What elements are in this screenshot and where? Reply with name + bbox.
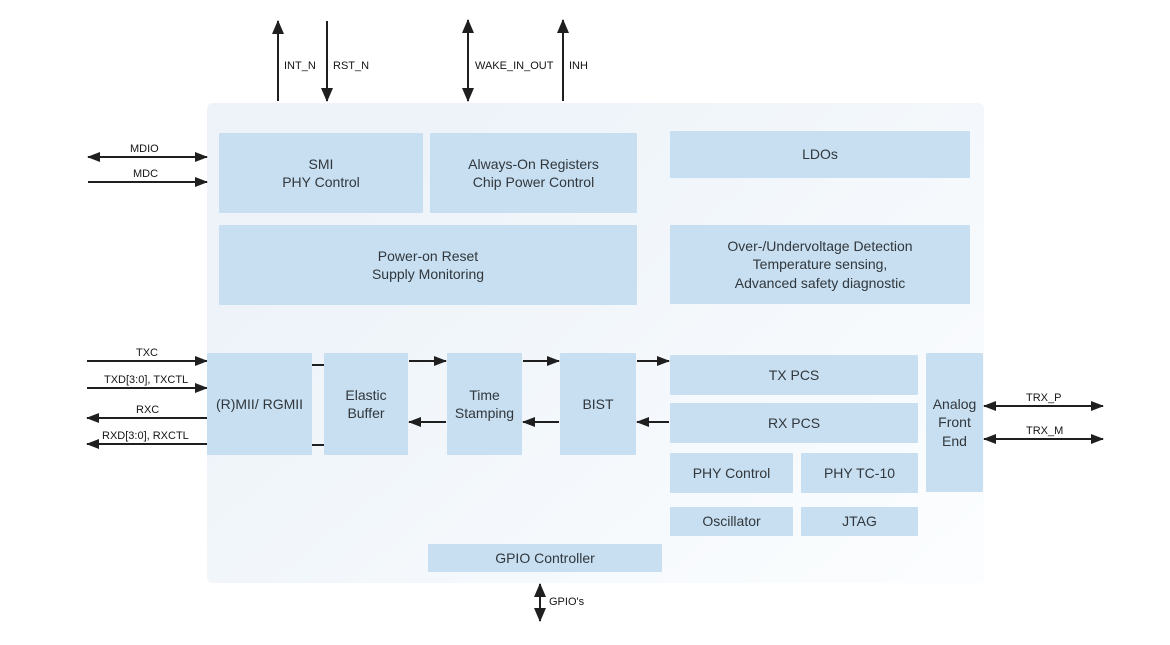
block-jtag-line-1: JTAG <box>842 513 877 530</box>
block-ldos: LDOs <box>670 131 970 178</box>
block-timestamp-line-1: Time <box>469 386 500 403</box>
gpio-arrow-icon <box>534 583 546 622</box>
block-por-line-1: Power-on Reset <box>377 247 479 264</box>
block-phytc10-line-1: PHY TC-10 <box>823 464 896 481</box>
block-oscillator-line-1: Oscillator <box>702 513 761 530</box>
block-elastic-line-1: Elastic <box>345 386 387 403</box>
trx-m-arrow-icon <box>983 434 1104 444</box>
block-safety-line-3: Advanced safety diagnostic <box>734 274 906 291</box>
block-always-on-line-2: Chip Power Control <box>472 174 595 190</box>
wake-in-out-label: WAKE_IN_OUT <box>475 60 554 72</box>
block-rmii-rgmii: (R)MII/ RGMII <box>207 353 312 455</box>
block-elastic-buffer: Elastic Buffer <box>324 353 408 455</box>
block-afe-line-3: End <box>942 432 967 449</box>
trx-p-arrow-icon <box>983 401 1104 411</box>
txc-arrow-icon <box>87 356 208 366</box>
elastic-to-timestamp-arrow-icon <box>409 356 447 366</box>
block-phyctl-line-1: PHY Control <box>692 464 771 481</box>
rxpcs-to-bist-arrow-icon <box>636 417 669 427</box>
rxc-label: RXC <box>136 404 160 416</box>
mdio-label: MDIO <box>130 143 159 155</box>
block-smi-line-2: PHY Control <box>282 174 360 190</box>
block-txpcs-line-1: TX PCS <box>768 366 820 383</box>
inh-label: INH <box>569 60 588 72</box>
block-phy-control: PHY Control <box>670 453 793 493</box>
block-afe-line-1: Analog <box>932 395 977 412</box>
trx-p-label: TRX_P <box>1026 392 1062 404</box>
block-smi-line-1: SMI <box>308 155 334 172</box>
block-gpio-line-1: GPIO Controller <box>495 549 595 566</box>
timestamp-to-elastic-arrow-icon <box>408 417 446 427</box>
block-safety-line-1: Over-/Undervoltage Detection <box>727 237 913 254</box>
block-gpio-controller: GPIO Controller <box>428 544 662 572</box>
block-rx-pcs: RX PCS <box>670 403 918 443</box>
rst-n-arrow-icon <box>321 21 333 102</box>
rmii-elastic-link-bottom <box>312 444 324 446</box>
block-safety-diagnostic: Over-/Undervoltage Detection Temperature… <box>670 225 970 304</box>
mdc-label: MDC <box>133 168 159 180</box>
block-analog-front-end: Analog Front End <box>926 353 983 492</box>
rxd-arrow-icon <box>86 439 207 449</box>
block-bist-line-1: BIST <box>582 395 614 412</box>
block-phy-tc10: PHY TC-10 <box>801 453 918 493</box>
block-always-on-line-1: Always-On Registers <box>468 155 599 172</box>
block-ldos-line-1: LDOs <box>802 146 838 163</box>
block-por-line-2: Supply Monitoring <box>371 266 485 282</box>
block-smi-phy-control: SMI PHY Control <box>219 133 423 213</box>
block-bist: BIST <box>560 353 636 455</box>
rxc-arrow-icon <box>86 413 207 423</box>
rmii-elastic-link-top <box>312 364 324 366</box>
block-tx-pcs: TX PCS <box>670 355 918 395</box>
block-time-stamping: Time Stamping <box>447 353 522 455</box>
wake-in-out-arrow-icon <box>462 19 474 102</box>
txd-label: TXD[3:0], TXCTL <box>104 374 189 386</box>
block-always-on-registers: Always-On Registers Chip Power Control <box>430 133 637 213</box>
inh-arrow-icon <box>557 19 569 101</box>
block-rxpcs-line-1: RX PCS <box>767 414 821 431</box>
txd-arrow-icon <box>87 383 208 393</box>
timestamp-to-bist-arrow-icon <box>523 356 560 366</box>
block-afe-line-2: Front <box>938 414 971 431</box>
bist-to-txpcs-arrow-icon <box>637 356 670 366</box>
rst-n-label: RST_N <box>333 60 370 72</box>
block-timestamp-line-2: Stamping <box>454 405 515 421</box>
block-rmii-line-1: (R)MII/ RGMII <box>215 395 304 412</box>
block-elastic-line-2: Buffer <box>347 405 385 421</box>
block-power-on-reset: Power-on Reset Supply Monitoring <box>219 225 637 305</box>
int-n-label: INT_N <box>284 60 316 72</box>
bist-to-timestamp-arrow-icon <box>522 417 559 427</box>
block-oscillator: Oscillator <box>670 507 793 536</box>
int-n-arrow-icon <box>272 20 284 101</box>
trx-m-label: TRX_M <box>1026 425 1064 437</box>
block-safety-line-2: Temperature sensing, <box>752 256 888 273</box>
mdc-arrow-icon <box>88 177 208 187</box>
mdio-arrow-icon <box>87 152 208 162</box>
rxd-label: RXD[3:0], RXCTL <box>102 430 189 442</box>
txc-label: TXC <box>136 347 158 359</box>
block-jtag: JTAG <box>801 507 918 536</box>
gpios-label: GPIO's <box>549 596 585 608</box>
